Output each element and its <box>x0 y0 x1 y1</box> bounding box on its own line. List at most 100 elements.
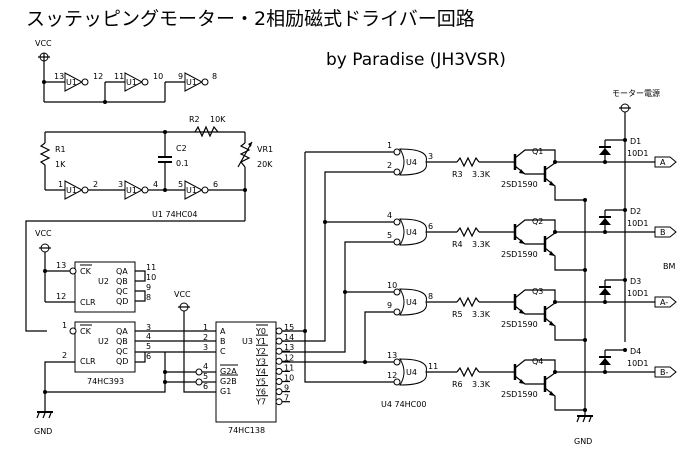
label: Y4 <box>255 367 266 376</box>
svg-text:U1: U1 <box>186 186 197 195</box>
label: R5 <box>452 310 463 319</box>
svg-text:8: 8 <box>212 72 217 81</box>
label: 3.3K <box>472 380 491 389</box>
oscillator-section: R1 1K C2 0.1 R2 10K VR1 20K U1 1 2 U1 <box>25 115 273 332</box>
label: 13 <box>387 351 397 360</box>
svg-text:U1: U1 <box>186 78 197 87</box>
motor-supply: モーター電源 BM GND <box>574 89 675 446</box>
u4-part-label: U4 74HC00 <box>381 400 426 409</box>
u3-part-label: 74HC138 <box>228 426 265 435</box>
svg-text:U1: U1 <box>126 78 137 87</box>
svg-text:1: 1 <box>58 180 63 189</box>
vcc-symbol-icon <box>178 302 190 312</box>
label: 9 <box>284 384 289 393</box>
label: 12 <box>284 353 294 362</box>
resistor-r1-icon <box>39 142 51 166</box>
svg-text:2: 2 <box>62 351 67 360</box>
label: 11 <box>428 362 438 371</box>
label: 10D1 <box>627 359 648 368</box>
label: 7 <box>284 394 289 403</box>
inverter-u1-13: U1 13 12 <box>54 72 103 92</box>
label: 6 <box>428 222 433 231</box>
label: U4 <box>406 158 417 167</box>
svg-text:2: 2 <box>203 333 208 342</box>
svg-text:13: 13 <box>56 261 66 270</box>
label: 3.3K <box>472 240 491 249</box>
u2a-counter: VCC 13 12 CK CLR U2 QA QB QC QD 11 10 9 … <box>35 229 156 313</box>
svg-text:10: 10 <box>146 273 156 282</box>
svg-text:6: 6 <box>213 180 218 189</box>
u2b-counter: 1 2 CK CLR U2 QA QB QC QD 74HC393 3 4 5 … <box>34 321 216 436</box>
svg-text:U1: U1 <box>66 186 77 195</box>
svg-text:CK: CK <box>80 327 92 336</box>
u3-output-y7: Y7 7 <box>255 394 290 407</box>
output-label: B- <box>660 368 668 377</box>
label: 2SD1590 <box>501 250 538 259</box>
label: U4 <box>406 228 417 237</box>
label: Q4 <box>532 357 543 366</box>
svg-text:C2: C2 <box>176 144 187 153</box>
svg-text:3: 3 <box>203 343 208 352</box>
svg-text:0.1: 0.1 <box>176 159 189 168</box>
svg-text:11: 11 <box>114 72 124 81</box>
svg-text:6: 6 <box>203 382 208 391</box>
label: 4 <box>387 211 392 220</box>
svg-text:C: C <box>220 347 226 356</box>
svg-text:VCC: VCC <box>174 290 191 299</box>
label: D1 <box>630 137 641 146</box>
svg-text:U2: U2 <box>98 277 109 286</box>
svg-text:QA: QA <box>116 267 128 276</box>
u2-part-label: 74HC393 <box>87 377 124 386</box>
output-connector-a- <box>654 296 677 308</box>
label: R4 <box>452 240 463 249</box>
motor-supply-label: モーター電源 <box>612 89 660 98</box>
svg-text:QD: QD <box>116 357 128 366</box>
label: Y7 <box>255 398 266 407</box>
vcc-label: VCC <box>35 39 52 48</box>
inverter-u1-11: U1 11 10 <box>114 72 163 92</box>
motor-label: BM <box>663 262 675 271</box>
svg-text:R1: R1 <box>55 145 66 154</box>
title: スッテッピングモーター・2相励磁式ドライバー回路 <box>26 8 475 30</box>
svg-text:GND: GND <box>34 427 52 436</box>
diode-icon <box>599 288 611 295</box>
inverter-u1-9: U1 9 8 <box>178 72 217 92</box>
label: Q1 <box>532 147 543 156</box>
label: Q2 <box>532 217 543 226</box>
svg-text:12: 12 <box>56 292 66 301</box>
label: 13 <box>284 343 294 352</box>
svg-text:VCC: VCC <box>35 229 52 238</box>
diode-icon <box>599 218 611 225</box>
svg-text:CK: CK <box>80 267 92 276</box>
svg-text:GND: GND <box>574 437 592 446</box>
svg-text:20K: 20K <box>257 160 273 169</box>
svg-text:12: 12 <box>93 72 103 81</box>
svg-text:U3: U3 <box>242 337 253 346</box>
label: 2 <box>387 161 392 170</box>
output-connector-b- <box>654 366 677 378</box>
label: 2SD1590 <box>501 390 538 399</box>
label: 12 <box>387 371 397 380</box>
svg-text:8: 8 <box>146 293 151 302</box>
output-connector-b <box>654 226 677 238</box>
output-label: A- <box>660 298 668 307</box>
svg-text:4: 4 <box>146 332 151 341</box>
svg-text:VR1: VR1 <box>257 145 273 154</box>
svg-text:5: 5 <box>178 180 183 189</box>
vcc-symbol-icon <box>39 243 51 253</box>
svg-text:1K: 1K <box>55 160 66 169</box>
label: 2SD1590 <box>501 320 538 329</box>
label: 2SD1590 <box>501 180 538 189</box>
inverter-u1-1: U1 1 2 <box>58 180 98 200</box>
label: 3.3K <box>472 170 491 179</box>
label: 10 <box>284 374 294 383</box>
label: U4 <box>406 298 417 307</box>
label: Y5 <box>255 378 266 387</box>
svg-text:4: 4 <box>203 362 208 371</box>
